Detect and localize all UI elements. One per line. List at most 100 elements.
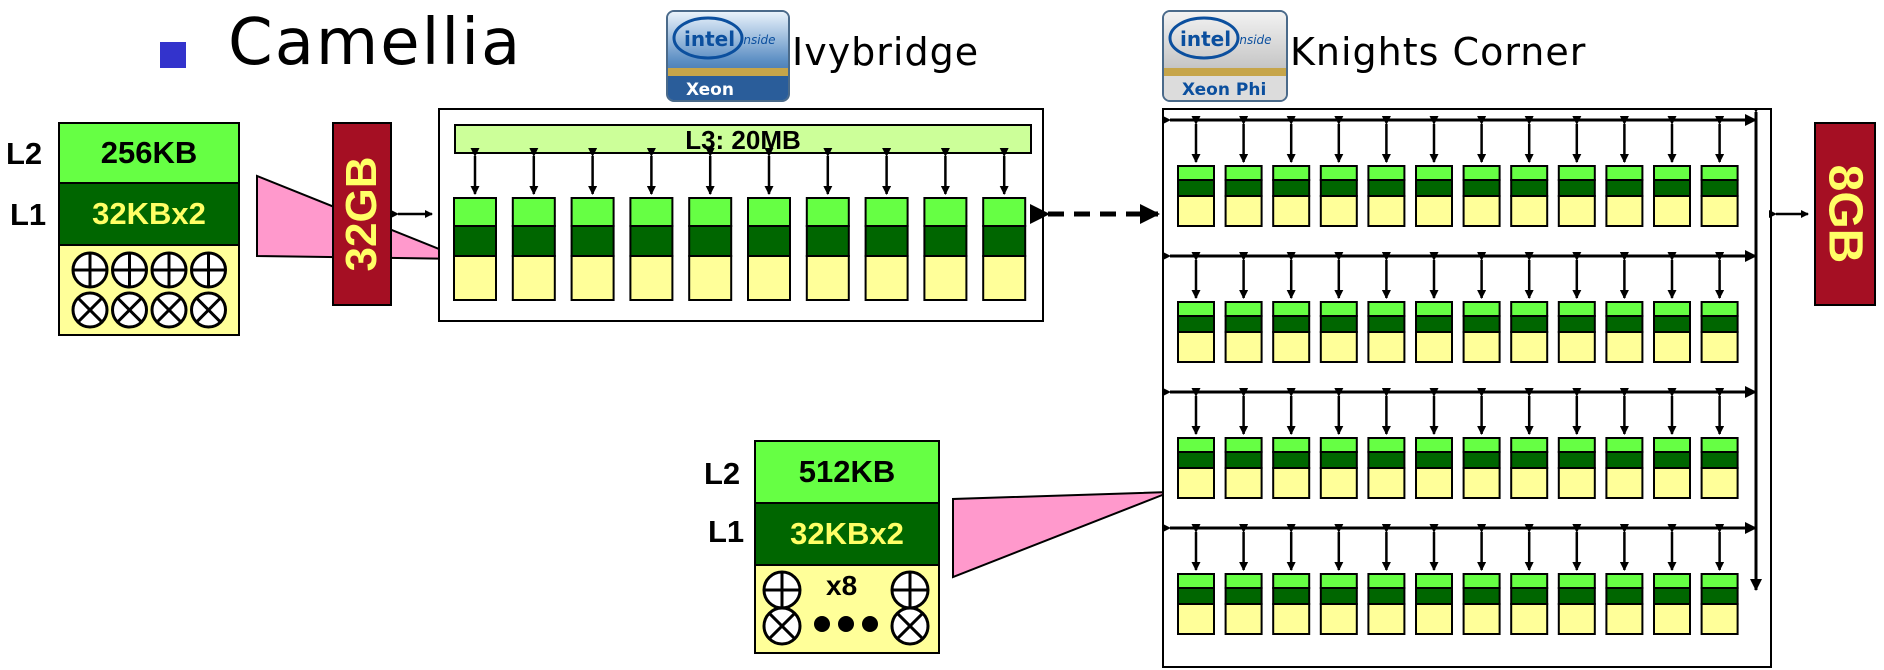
knc-core — [1224, 301, 1263, 363]
ivybridge-label: Ivybridge — [792, 30, 980, 74]
knc-core — [1319, 437, 1358, 499]
svg-text:inside: inside — [740, 33, 776, 47]
knc-l1-cache: 32KBx2 — [756, 504, 938, 566]
knc-core — [1653, 301, 1691, 363]
ivy-core-detail: 256KB 32KBx2 — [58, 122, 240, 336]
knc-l2-cache: 512KB — [756, 442, 938, 504]
knc-core — [1319, 165, 1358, 227]
ivybridge-chip: L3: 20MB — [438, 108, 1044, 322]
knc-core — [1653, 165, 1691, 227]
knc-core — [1653, 437, 1691, 499]
ivy-l1-size: 32KBx2 — [92, 196, 206, 231]
svg-text:inside: inside — [1236, 33, 1272, 47]
knc-core — [1510, 437, 1549, 499]
knc-core — [1224, 437, 1263, 499]
ivy-l1-label: L1 — [10, 197, 47, 232]
knc-core — [1415, 573, 1453, 635]
knc-l1-size: 32KBx2 — [790, 516, 904, 551]
knc-core — [1510, 573, 1549, 635]
knc-core — [1462, 301, 1501, 363]
ivy-core — [453, 197, 497, 301]
l3-cache: L3: 20MB — [454, 124, 1032, 154]
knc-memory: 8GB — [1814, 122, 1876, 306]
knc-core — [1415, 301, 1453, 363]
knc-core — [1557, 573, 1596, 635]
knc-core — [1700, 437, 1739, 499]
knc-core — [1367, 573, 1406, 635]
ivy-memory: 32GB — [332, 122, 392, 306]
multiplier-icon — [190, 291, 227, 329]
knc-core — [1605, 573, 1644, 635]
ivy-core — [747, 197, 791, 301]
adder-icon — [111, 251, 148, 289]
multiplier-icon — [890, 606, 930, 646]
ivy-core — [805, 197, 850, 301]
knc-l1-label: L1 — [708, 514, 745, 549]
adder-icon — [71, 251, 109, 289]
multiplier-icon — [762, 606, 802, 646]
knc-core — [1700, 573, 1739, 635]
ivy-l1-cache: 32KBx2 — [60, 184, 238, 246]
ivy-core — [688, 197, 733, 301]
svg-text:Xeon Phi: Xeon Phi — [1182, 80, 1266, 100]
knc-core — [1462, 165, 1501, 227]
knc-core — [1557, 437, 1596, 499]
knc-core — [1462, 573, 1501, 635]
knc-core — [1367, 301, 1406, 363]
bullet-icon — [160, 42, 186, 68]
svg-text:Xeon: Xeon — [686, 80, 734, 100]
knc-core — [1415, 165, 1453, 227]
ivy-core — [511, 197, 556, 301]
adder-icon — [190, 251, 227, 289]
knights-corner-chip — [1162, 108, 1772, 668]
ivy-l2-label: L2 — [6, 136, 43, 171]
knc-core — [1605, 437, 1644, 499]
knc-core — [1177, 437, 1215, 499]
knc-core — [1415, 437, 1453, 499]
ivy-l2-cache: 256KB — [60, 124, 238, 184]
knc-core — [1272, 165, 1311, 227]
knc-core — [1272, 437, 1311, 499]
adder-icon — [890, 570, 930, 610]
ivy-l2-size: 256KB — [100, 135, 198, 170]
knc-core — [1700, 301, 1739, 363]
ivy-core — [923, 197, 968, 301]
knc-core — [1177, 301, 1215, 363]
knc-core — [1367, 165, 1406, 227]
knc-core — [1177, 573, 1215, 635]
ellipsis-icon — [814, 616, 878, 632]
ivy-core — [864, 197, 909, 301]
svg-text:intel: intel — [1180, 27, 1231, 51]
knc-core-detail: 512KB 32KBx2 x8 — [754, 440, 940, 654]
knc-l2-label: L2 — [704, 456, 741, 491]
knc-core — [1272, 301, 1311, 363]
l3-cache-label: L3: 20MB — [685, 125, 801, 155]
knc-core — [1319, 301, 1358, 363]
ivy-alu-units — [60, 246, 238, 334]
knc-core — [1557, 165, 1596, 227]
knc-core — [1605, 301, 1644, 363]
intel-xeon-phi-logo: intel inside Xeon Phi — [1162, 10, 1288, 102]
knc-core — [1653, 573, 1691, 635]
page-title: Camellia — [228, 6, 523, 80]
intel-xeon-logo: intel inside Xeon — [666, 10, 790, 102]
multiplier-icon — [71, 291, 109, 329]
knc-core — [1462, 437, 1501, 499]
adder-icon — [762, 570, 802, 610]
knc-l2-size: 512KB — [798, 454, 896, 489]
ivy-core — [982, 197, 1027, 301]
knc-core — [1224, 573, 1263, 635]
knc-core — [1510, 301, 1549, 363]
knc-core — [1557, 301, 1596, 363]
knc-core — [1605, 165, 1644, 227]
knc-vector-multiplier: x8 — [826, 570, 858, 601]
knc-core — [1700, 165, 1739, 227]
knc-core — [1272, 573, 1311, 635]
knc-vector-units: x8 — [756, 566, 938, 652]
multiplier-icon — [150, 291, 188, 329]
adder-icon — [150, 251, 188, 289]
knc-core — [1224, 165, 1263, 227]
knc-core — [1177, 165, 1215, 227]
